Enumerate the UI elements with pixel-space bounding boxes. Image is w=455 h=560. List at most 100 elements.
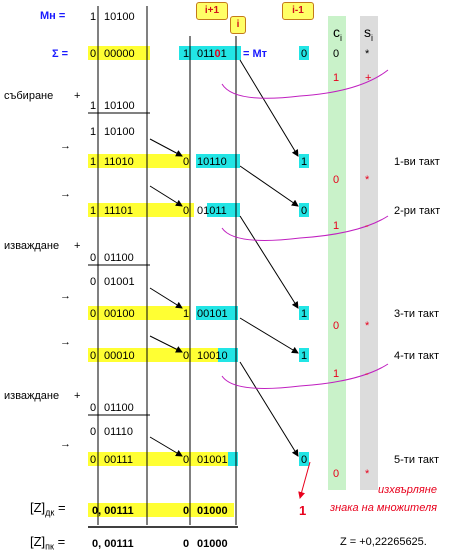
row3-e: 1 bbox=[301, 156, 308, 168]
row4-e: 0 bbox=[301, 205, 308, 217]
row4-value: 11101 bbox=[104, 205, 133, 217]
row3-q-highlight bbox=[196, 154, 240, 168]
zdk-label: [Z]дк = bbox=[30, 500, 66, 518]
tick-2: 2-ри такт bbox=[394, 205, 441, 217]
c2: 0 bbox=[333, 174, 340, 186]
extra-bit: 0 bbox=[301, 48, 308, 60]
carry-column-bg bbox=[328, 16, 346, 490]
c0: 0 bbox=[333, 48, 340, 60]
s5: - bbox=[365, 368, 369, 380]
row7-q-highlight bbox=[196, 306, 238, 320]
s2: * bbox=[365, 174, 370, 186]
mn-sign: 1 bbox=[90, 11, 97, 23]
row7-e: 1 bbox=[301, 308, 308, 320]
s1: + bbox=[365, 72, 372, 84]
row11-e: 0 bbox=[301, 454, 308, 466]
mn-value: 10100 bbox=[104, 11, 135, 23]
row7-value: 00100 bbox=[104, 308, 135, 320]
c4: 0 bbox=[333, 320, 340, 332]
row8-sign: 0 bbox=[90, 350, 97, 362]
tick-5: 5-ти такт bbox=[394, 454, 440, 466]
op-sub1-sign: + bbox=[74, 240, 81, 252]
row11-mid: 0 bbox=[183, 454, 190, 466]
zdk-q: 01000 bbox=[197, 505, 228, 517]
zpk-value: 0, 00111 bbox=[92, 538, 134, 550]
zpk-label: [Z]пк = bbox=[30, 534, 66, 552]
s6: * bbox=[365, 468, 370, 480]
row8-q: 10010 bbox=[197, 350, 228, 362]
sigma-highlight bbox=[88, 46, 150, 60]
sigma-value: 00000 bbox=[104, 48, 135, 60]
row11-value: 00111 bbox=[104, 454, 133, 466]
sigma-label: Σ = bbox=[52, 48, 69, 60]
sigma-sign: 0 bbox=[90, 48, 97, 60]
s4: * bbox=[365, 320, 370, 332]
row6-value: 01001 bbox=[104, 276, 135, 288]
row5-sign: 0 bbox=[90, 252, 97, 264]
c6: 0 bbox=[333, 468, 340, 480]
row1-value: 10100 bbox=[104, 100, 135, 112]
row4-mid: 0 bbox=[183, 205, 190, 217]
zdk-bit: 1 bbox=[299, 503, 307, 518]
row7-highlight bbox=[88, 306, 190, 320]
row4-highlight bbox=[88, 203, 194, 217]
op-sub1: изваждане bbox=[4, 240, 60, 252]
mt-highlight bbox=[179, 46, 241, 60]
op-add-sign: + bbox=[74, 90, 81, 102]
row9-sign: 0 bbox=[90, 402, 97, 414]
op-sub2: изваждане bbox=[4, 390, 60, 402]
tick-4: 4-ти такт bbox=[394, 350, 440, 362]
mn-label: Мн = bbox=[40, 10, 66, 22]
note-discard: изхвърляне bbox=[378, 484, 437, 496]
zdk-highlight bbox=[88, 503, 234, 517]
op-add: събиране bbox=[4, 90, 54, 102]
mt-sign: 1 bbox=[183, 48, 190, 60]
row2-sign: 1 bbox=[90, 126, 97, 138]
row8-e: 1 bbox=[301, 350, 308, 362]
row4-q-highlight bbox=[207, 203, 240, 217]
s-header: si bbox=[364, 24, 373, 43]
row8-value: 00010 bbox=[104, 350, 135, 362]
row4-e-highlight bbox=[299, 203, 309, 217]
c3: 1 bbox=[333, 220, 340, 232]
row3-value: 11010 bbox=[104, 156, 134, 168]
callout-i-minus-1: i-1 bbox=[282, 2, 314, 20]
shift-arrow-2: → bbox=[60, 188, 71, 200]
row11-sign: 0 bbox=[90, 454, 97, 466]
shift-arrow-3: → bbox=[60, 290, 71, 302]
tick-3: 3-ти такт bbox=[394, 308, 440, 320]
op-sub2-sign: + bbox=[74, 390, 81, 402]
z-final: Z = +0,22265625. bbox=[340, 536, 427, 548]
mt-label: = Мт bbox=[243, 48, 268, 60]
mt-value: 01101 bbox=[197, 48, 227, 60]
row7-e-highlight bbox=[299, 306, 309, 320]
row8-q-highlight bbox=[218, 348, 238, 362]
zdk-mid: 0 bbox=[183, 505, 190, 517]
row7-q: 00101 bbox=[197, 308, 228, 320]
c1: 1 bbox=[333, 72, 340, 84]
row11-q-highlight bbox=[228, 452, 238, 466]
row8-highlight bbox=[88, 348, 220, 362]
zdk-value: 0, 00111 bbox=[92, 505, 134, 517]
row4-q: 01011 bbox=[197, 205, 227, 217]
row3-q: 10110 bbox=[197, 156, 227, 168]
note-sign: знака на множителя bbox=[330, 502, 438, 514]
shift-arrow-4: → bbox=[60, 336, 71, 348]
s0: * bbox=[365, 48, 370, 60]
callout-i-plus-1: i+1 bbox=[196, 2, 228, 20]
row8-mid: 0 bbox=[183, 350, 190, 362]
row8-e-highlight bbox=[299, 348, 309, 362]
row9-value: 01100 bbox=[104, 402, 134, 414]
row1-sign: 1 bbox=[90, 100, 97, 112]
c-header: ci bbox=[333, 24, 342, 43]
s3: - bbox=[365, 220, 369, 232]
row4-sign: 1 bbox=[90, 205, 97, 217]
extra-bit-highlight bbox=[299, 46, 309, 60]
row3-highlight bbox=[88, 154, 190, 168]
row10-sign: 0 bbox=[90, 426, 97, 438]
c5: 1 bbox=[333, 368, 340, 380]
shift-arrow-5: → bbox=[60, 438, 71, 450]
row2-value: 10100 bbox=[104, 126, 135, 138]
